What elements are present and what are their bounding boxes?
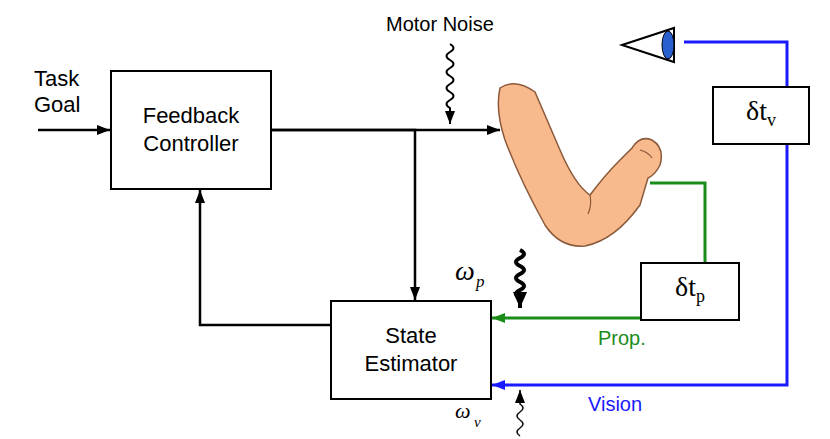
eye-iris <box>662 31 674 59</box>
arm-illustration <box>498 84 661 246</box>
input-label: Task Goal <box>34 66 96 118</box>
signal-connector <box>272 130 415 300</box>
vision-line <box>684 42 787 86</box>
text-group: State Estimator <box>342 322 480 378</box>
box-text: δt <box>746 95 767 126</box>
subscript-text: p <box>696 286 705 306</box>
process-box: Feedback Controller <box>110 70 272 190</box>
eye-outline <box>622 28 674 62</box>
delay-box: δtp <box>640 262 740 321</box>
signal-label: Prop. <box>598 326 678 350</box>
prop-line <box>650 183 705 262</box>
text-group: Feedback Controller <box>122 102 260 158</box>
noise-squiggle <box>516 250 524 308</box>
noise-squiggle <box>517 390 523 436</box>
text-group: δtp <box>675 271 705 311</box>
noise-squiggle <box>447 44 454 124</box>
noise-subscript: v <box>474 413 488 431</box>
subscript-text: v <box>767 110 776 130</box>
noise-label: Motor Noise <box>386 12 546 36</box>
delay-box: δtv <box>712 86 810 145</box>
signal-connector <box>200 190 330 325</box>
signal-label: Vision <box>588 392 678 416</box>
box-text: δt <box>675 271 696 302</box>
process-box: State Estimator <box>330 300 492 400</box>
noise-subscript: p <box>476 272 490 292</box>
box-text: Feedback Controller <box>122 102 260 158</box>
noise-symbol: ω <box>455 254 479 288</box>
box-text: State Estimator <box>342 322 480 378</box>
text-group: δtv <box>746 95 776 135</box>
arm-detail <box>588 150 652 214</box>
input-arrow <box>38 129 110 132</box>
signal-connector <box>492 145 787 385</box>
